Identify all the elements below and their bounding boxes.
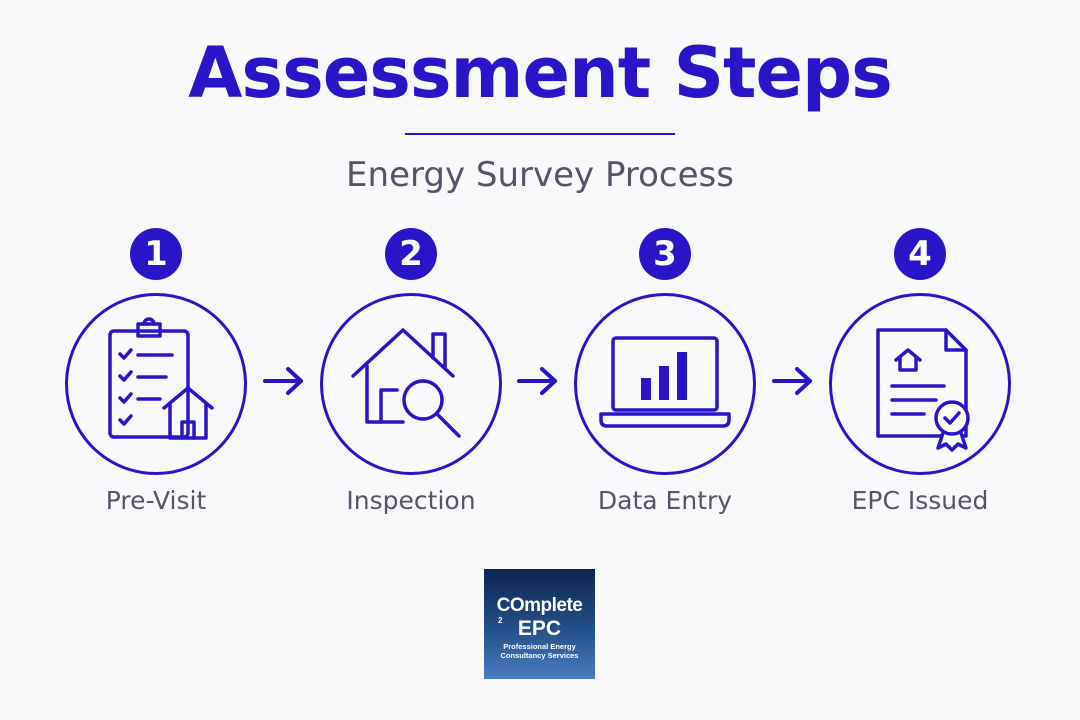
step-number-badge: 1 <box>130 228 182 280</box>
step-icon-circle <box>320 293 502 475</box>
page-title: Assessment Steps <box>188 32 893 114</box>
logo-subscript: 2 <box>498 616 503 625</box>
step-label: Data Entry <box>597 486 733 515</box>
step-icon-circle <box>829 293 1011 475</box>
title-divider <box>405 133 675 135</box>
arrow-right-icon <box>772 367 812 395</box>
certificate-document-icon <box>876 328 970 452</box>
page-subtitle: Energy Survey Process <box>346 155 734 195</box>
laptop-chart-icon <box>599 336 731 428</box>
step-label: Pre-Visit <box>105 486 207 515</box>
arrow-right-icon <box>263 367 303 395</box>
step-icon-circle <box>65 293 247 475</box>
step-label: Inspection <box>346 486 476 515</box>
clipboard-house-icon <box>108 317 214 440</box>
logo-tagline: Professional Energy Consultancy Services <box>500 642 579 660</box>
logo-epc: EPC <box>517 617 562 640</box>
arrow-right-icon <box>517 367 557 395</box>
logo-wordmark: COmplete <box>496 595 583 616</box>
house-magnifier-icon <box>351 328 461 438</box>
step-label: EPC Issued <box>851 486 989 515</box>
step-icon-circle <box>574 293 756 475</box>
step-number-badge: 2 <box>385 228 437 280</box>
step-number-badge: 4 <box>894 228 946 280</box>
step-number-badge: 3 <box>639 228 691 280</box>
company-logo: COmplete 2 EPC Professional Energy Consu… <box>484 569 595 679</box>
